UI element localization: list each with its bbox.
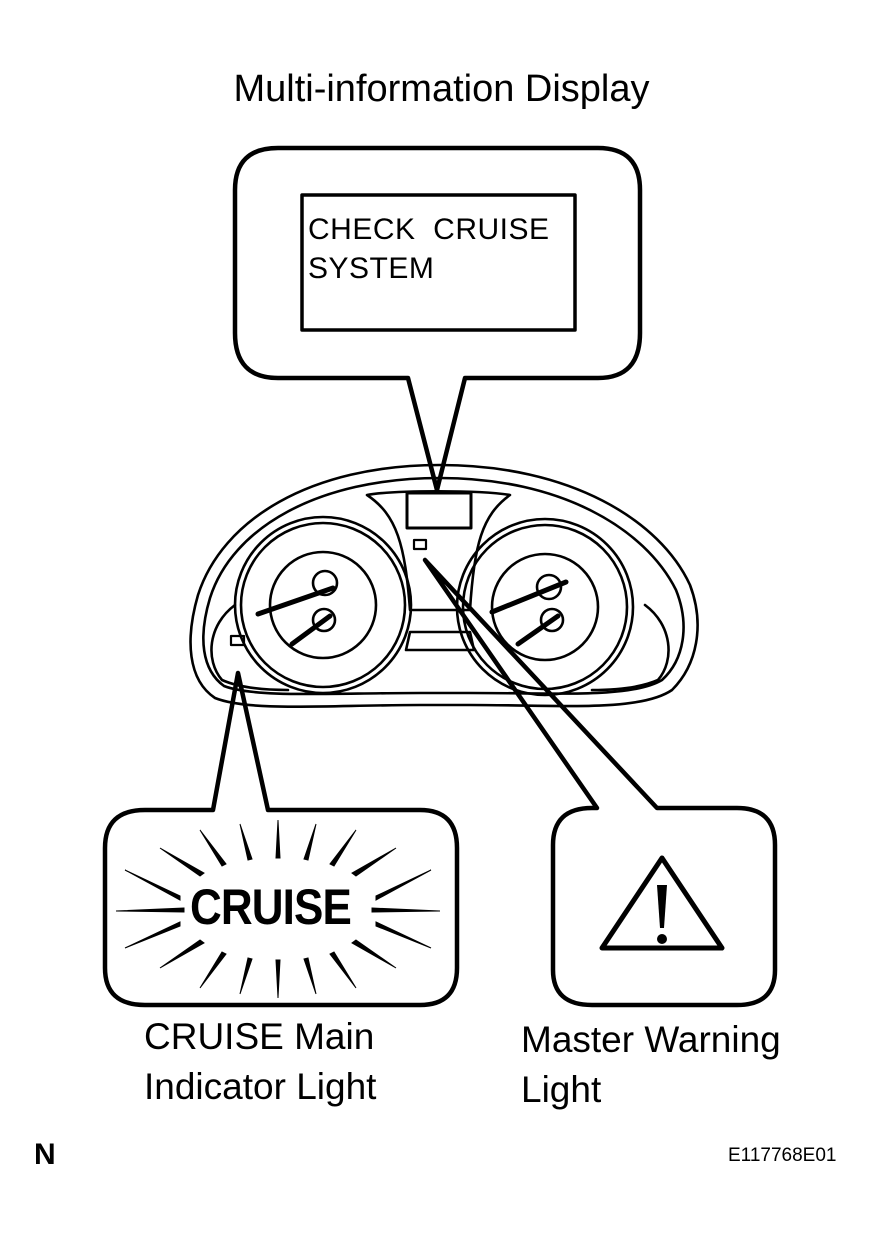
cluster-display bbox=[405, 491, 473, 530]
cruise-callout bbox=[102, 670, 460, 1008]
right-gauge bbox=[455, 517, 635, 697]
cruise-indicator-label: CRUISE Main Indicator Light bbox=[144, 1016, 377, 1107]
instrument-cluster bbox=[189, 463, 699, 709]
display-callout bbox=[232, 145, 643, 493]
cruise-badge-text: CRUISE bbox=[190, 879, 352, 935]
north-marker: N bbox=[34, 1138, 56, 1171]
display-screen bbox=[300, 193, 577, 332]
master-warning-label: Master Warning Light bbox=[521, 1019, 781, 1110]
left-gauge bbox=[233, 515, 413, 695]
cruise-lamp bbox=[229, 634, 246, 647]
page-title: Multi-information Display bbox=[233, 68, 650, 110]
warning-triangle-icon bbox=[599, 855, 725, 951]
display-message: CHECK CRUISE SYSTEM bbox=[308, 213, 550, 285]
flash-rays bbox=[115, 819, 441, 999]
master-warning-lamp bbox=[412, 538, 428, 551]
master-warning-callout bbox=[422, 557, 778, 1008]
figure-id: E117768E01 bbox=[728, 1145, 837, 1166]
